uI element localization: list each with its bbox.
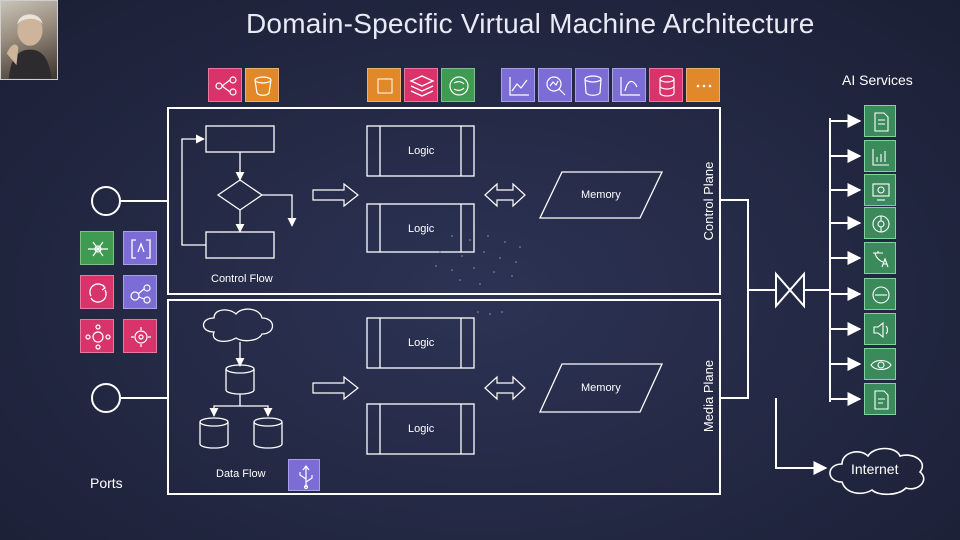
scan-ai-icon: [864, 278, 896, 310]
gear-network-icon: [123, 319, 157, 353]
control-memory-shape: [538, 171, 664, 219]
neural-ai-icon: [864, 207, 896, 239]
media-logic-top: [366, 317, 475, 369]
dots-icon: [686, 68, 720, 102]
event-bus-icon: [208, 68, 242, 102]
control-logic-bottom: [366, 203, 475, 253]
text-extract-ai-icon: [864, 383, 896, 415]
data-pipeline-icon: [612, 68, 646, 102]
control-plane-label: Control Plane: [701, 161, 716, 241]
flow-network-icon: [80, 231, 114, 265]
control-logic-bottom-label: Logic: [408, 223, 435, 235]
network-connectors: [720, 118, 831, 475]
bucket-icon: [245, 68, 279, 102]
media-port: [91, 383, 121, 413]
presenter-silhouette: [6, 14, 52, 79]
control-flow-chart: [181, 125, 297, 259]
chart-icon: [501, 68, 535, 102]
control-flow-label: Control Flow: [211, 273, 273, 285]
document-ai-icon: [864, 105, 896, 137]
internet-cloud: [829, 447, 925, 496]
control-plane-panel: [167, 107, 721, 295]
control-memory-label: Memory: [581, 189, 621, 201]
bucket-monitor-icon: [575, 68, 609, 102]
media-memory-shape: [538, 363, 664, 413]
data-flow-label: Data Flow: [216, 468, 266, 480]
media-plane-panel: [167, 299, 721, 495]
media-plane-label: Media Plane: [701, 359, 716, 433]
dotted-texture: [435, 235, 521, 315]
control-logic-top: [366, 125, 475, 177]
settings-ai-icon: [864, 174, 896, 206]
media-logic-bottom-label: Logic: [408, 423, 435, 435]
internet-label: Internet: [851, 461, 899, 477]
chart-ai-icon: [864, 140, 896, 172]
media-memory-label: Memory: [581, 382, 621, 394]
media-logic-bottom: [366, 403, 475, 455]
usb-icon: [288, 459, 320, 491]
brain-icon: [441, 68, 475, 102]
data-flow-chart: [199, 308, 283, 449]
layers-icon: [404, 68, 438, 102]
database-icon: [649, 68, 683, 102]
ai-services-label: AI Services: [842, 72, 913, 88]
media-logic-top-label: Logic: [408, 337, 435, 349]
rotate-arrows-icon: [80, 275, 114, 309]
analytics-search-icon: [538, 68, 572, 102]
speech-ai-icon: [864, 313, 896, 345]
media-flow-arrow: [312, 375, 359, 401]
code-brackets-icon: [123, 231, 157, 265]
nodes-link-icon: [123, 275, 157, 309]
control-port: [91, 186, 121, 216]
hub-nodes-icon: [80, 319, 114, 353]
ports-label: Ports: [90, 475, 123, 491]
vision-ai-icon: [864, 348, 896, 380]
control-logic-top-label: Logic: [408, 145, 435, 157]
ai-service-arrows: [830, 114, 862, 406]
control-memory-arrow: [484, 182, 526, 208]
page-title: Domain-Specific Virtual Machine Architec…: [246, 8, 815, 39]
presenter-photo: [0, 0, 58, 80]
media-memory-arrow: [484, 375, 526, 401]
translate-ai-icon: [864, 242, 896, 274]
control-flow-arrow: [312, 182, 359, 208]
compute-icon: [367, 68, 401, 102]
